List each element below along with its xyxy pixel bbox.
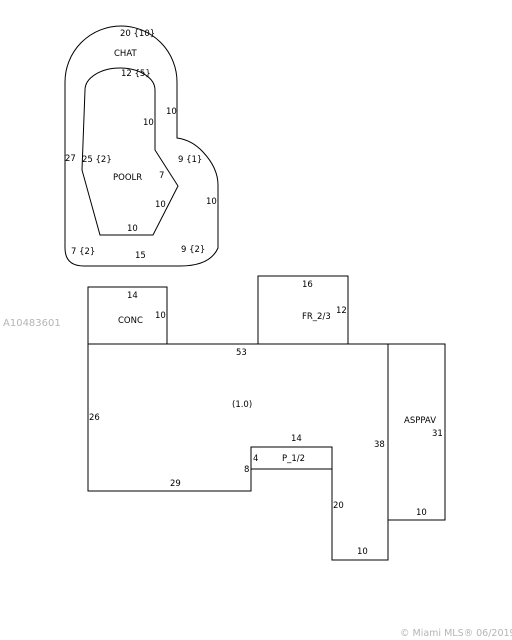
dim-pool-bottom-left: 7 {2} [71, 247, 95, 257]
pool-deck-outline [64, 25, 219, 267]
dim-pool-bottom: 15 [135, 251, 146, 261]
pool-inner-outline [81, 67, 179, 236]
dim-pool-inner-top: 12 {5} [121, 69, 151, 79]
dim-main-left: 26 [89, 413, 100, 423]
dim-stem-side: 20 [333, 501, 344, 511]
p-area [250, 446, 333, 470]
dim-asppav-width: 10 [416, 508, 427, 518]
copyright-watermark: © Miami MLS® 06/2019 [400, 628, 512, 639]
p-label: P_1/2 [282, 454, 305, 464]
dim-p-height: 4 [253, 454, 258, 464]
dim-p-side: 8 [244, 465, 249, 475]
dim-pool-left: 27 [65, 154, 76, 164]
fr-label: FR_2/3 [302, 312, 331, 322]
dim-p-width: 14 [291, 434, 302, 444]
asppav-area [387, 343, 446, 521]
dim-pool-upper-right-inner: 10 [143, 118, 154, 128]
dim-main-right: 38 [374, 440, 385, 450]
dim-asppav-height: 31 [432, 429, 443, 439]
dim-pool-inner-left: 25 {2} [82, 155, 112, 165]
main-label: (1.0) [232, 400, 252, 410]
dim-pool-upper-right-outer: 10 [166, 107, 177, 117]
dim-stem-bottom: 10 [357, 547, 368, 557]
dim-pool-diag-upper: 7 [159, 171, 164, 181]
dim-pool-top: 20 {10} [120, 29, 155, 39]
chat-label: CHAT [114, 49, 137, 59]
dim-main-top: 53 [236, 348, 247, 358]
main-structure-outline [87, 343, 389, 561]
dim-pool-inner-bottom: 10 [127, 224, 138, 234]
dim-main-bottom: 29 [170, 479, 181, 489]
dim-pool-right-outer: 10 [206, 197, 217, 207]
poolr-label: POOLR [113, 173, 142, 183]
dim-conc-height: 10 [155, 311, 166, 321]
dim-pool-notch: 9 {1} [178, 155, 202, 165]
dim-pool-diag-lower: 10 [155, 200, 166, 210]
dim-fr-height: 12 [336, 306, 347, 316]
asppav-label: ASPPAV [404, 416, 436, 426]
dim-pool-bottom-right: 9 {2} [181, 245, 205, 255]
dim-fr-width: 16 [302, 280, 313, 290]
conc-label: CONC [118, 316, 143, 326]
listing-id-watermark: A10483601 [3, 318, 61, 329]
dim-conc-width: 14 [127, 291, 138, 301]
